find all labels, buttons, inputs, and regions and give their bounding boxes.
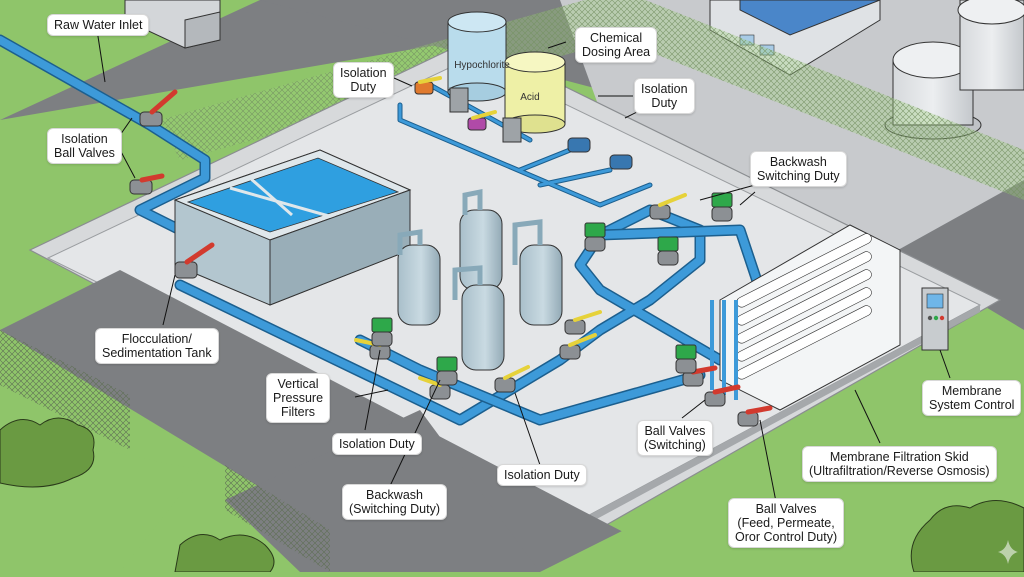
- fence-bottom-left: [0, 330, 130, 450]
- chemical-dosing-tanks: Hypochlorite Acid: [447, 11, 633, 170]
- callout-isolation-duty-left: Isolation Duty: [332, 433, 422, 455]
- building-top-center: [709, 0, 881, 76]
- actuated-valve: [371, 317, 393, 347]
- yellow-ball-valve: [559, 333, 597, 360]
- callout-isolation-duty-chem-left: Isolation Duty: [333, 62, 394, 98]
- raw-water-pipe: [0, 34, 211, 246]
- yellow-ball-valve: [414, 76, 442, 95]
- yellow-ball-valve: [649, 193, 687, 220]
- yellow-ball-valve: [564, 310, 602, 335]
- callout-backwash-switching-duty-top: Backwash Switching Duty: [750, 151, 847, 187]
- callout-isolation-duty-center: Isolation Duty: [497, 464, 587, 486]
- callout-isolation-duty-chem-right: Isolation Duty: [634, 78, 695, 114]
- hypochlorite-tank-label: Hypochlorite: [454, 60, 510, 71]
- yellow-ball-valve: [467, 110, 497, 131]
- actuated-valve: [584, 222, 606, 252]
- acid-tank-label: Acid: [520, 92, 539, 103]
- red-ball-valve: [737, 405, 773, 427]
- membrane-filtration-skid: [710, 224, 949, 411]
- yellow-ball-valve: [494, 365, 530, 393]
- flocculation-sedimentation-tank: [173, 149, 412, 306]
- callout-membrane-filtration-skid: Membrane Filtration Skid (Ultrafiltratio…: [802, 446, 997, 482]
- actuated-valve: [436, 356, 458, 386]
- actuated-valve: [711, 192, 733, 222]
- bushes: [0, 417, 1024, 573]
- callout-ball-valves-feed-permeate: Ball Valves (Feed, Permeate, Oror Contro…: [728, 498, 845, 548]
- building-top-left: [124, 0, 221, 49]
- callout-raw-water-inlet: Raw Water Inlet: [47, 14, 150, 36]
- grass-bottom-right: [540, 330, 1024, 572]
- vertical-pressure-filters: [397, 188, 563, 371]
- sparkle-icon: [998, 540, 1018, 564]
- callout-chemical-dosing-area: Chemical Dosing Area: [575, 27, 658, 63]
- red-ball-valve: [174, 242, 215, 279]
- actuated-valve: [675, 344, 697, 374]
- process-piping: [174, 82, 766, 426]
- red-ball-valve: [704, 384, 741, 407]
- red-ball-valve: [139, 89, 178, 127]
- fence-bottom-center: [225, 465, 330, 572]
- red-ball-valve: [129, 173, 165, 195]
- callout-backwash-switching-duty-bottom: Backwash (Switching Duty): [342, 484, 447, 520]
- actuated-valve: [657, 236, 679, 266]
- callout-leaders: [96, 29, 951, 513]
- callout-isolation-ball-valves: Isolation Ball Valves: [47, 128, 122, 164]
- valves: [129, 76, 773, 427]
- road-top: [0, 0, 1024, 250]
- callout-membrane-system-control: Membrane System Control: [922, 380, 1022, 416]
- callout-ball-valves-switching: Ball Valves (Switching): [637, 420, 713, 456]
- callout-flocculation-sedimentation-tank: Flocculation/ Sedimentation Tank: [95, 328, 219, 364]
- callout-vertical-pressure-filters: Vertical Pressure Filters: [266, 373, 331, 423]
- red-ball-valve: [682, 365, 718, 387]
